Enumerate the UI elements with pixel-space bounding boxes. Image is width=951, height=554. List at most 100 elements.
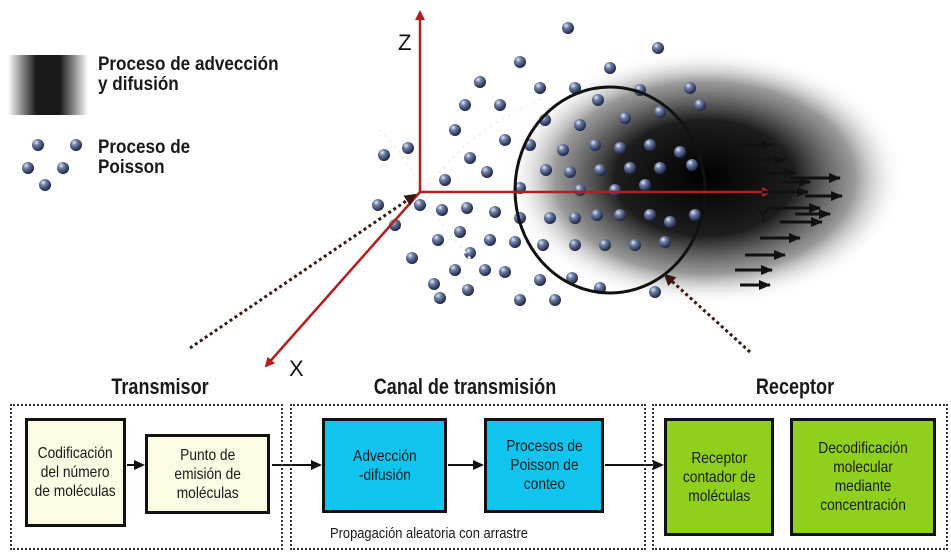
channel-title: Canal de transmisión (373, 374, 557, 399)
molecule (589, 139, 601, 151)
molecule (484, 234, 496, 246)
molecule-counter-box-label: Receptor contador de moléculas (682, 449, 756, 505)
molecule (609, 184, 621, 196)
molecule (562, 22, 574, 34)
molecule (686, 159, 698, 171)
x-axis (264, 191, 421, 368)
molecule (481, 166, 493, 178)
molecule (509, 236, 521, 248)
molecule (406, 252, 418, 264)
molecule (652, 42, 664, 54)
random-walk-paths (371, 92, 555, 269)
y-axis-label: Y (756, 202, 771, 227)
molecule (499, 266, 511, 278)
advection-legend-swatch (8, 55, 88, 115)
x-axis-label: X (289, 356, 304, 381)
molecule (557, 144, 569, 156)
receiver-sphere (513, 85, 707, 295)
molecule (514, 294, 526, 306)
molecule (479, 264, 491, 276)
molecule (599, 239, 611, 251)
molecule (624, 162, 636, 174)
channel-group (290, 404, 646, 550)
molecule (464, 247, 476, 259)
poisson-legend-molecules (22, 139, 82, 191)
molecule (549, 294, 561, 306)
poisson-counting-box: Procesos de Poisson de conteo (484, 418, 604, 513)
molecule (439, 174, 451, 186)
molecule (402, 142, 414, 154)
molecule (544, 212, 556, 224)
molecule (436, 204, 448, 216)
transmitter-group (10, 404, 283, 550)
molecule (654, 106, 666, 118)
molecule (644, 209, 656, 221)
molecule (461, 202, 473, 214)
molecule (454, 226, 466, 238)
z-axis-label: Z (398, 30, 412, 55)
molecule (569, 239, 581, 251)
molecule (449, 264, 461, 276)
advection-legend-label: Proceso de advección y difusión (98, 54, 279, 95)
molecule (459, 99, 471, 111)
emission-point-box-label: Punto de emisión de moléculas (174, 446, 241, 502)
molecule (462, 284, 474, 296)
molecule (654, 162, 666, 174)
receiver-group (652, 404, 948, 550)
molecule (378, 149, 390, 161)
molecule (694, 99, 706, 111)
molecule (592, 94, 604, 106)
molecule (569, 212, 581, 224)
molecule (689, 209, 701, 221)
molecule (614, 209, 626, 221)
decoding-box: Decodificación molecular mediante concen… (790, 418, 936, 536)
poisson-counting-box-label: Procesos de Poisson de conteo (505, 438, 583, 493)
molecule (474, 76, 486, 88)
emission-point-box: Punto de emisión de moléculas (145, 434, 270, 514)
molecule (649, 286, 661, 298)
molecule (574, 184, 586, 196)
molecule (514, 56, 526, 68)
molecule (569, 82, 581, 94)
molecule (619, 112, 631, 124)
decoding-box-label: Decodificación molecular mediante concen… (818, 440, 908, 514)
molecule (639, 179, 651, 191)
molecule (449, 124, 461, 136)
receiver-pointer (663, 273, 752, 354)
molecule (534, 82, 546, 94)
molecule (614, 142, 626, 154)
molecule (464, 152, 476, 164)
molecule (604, 62, 616, 74)
molecule (499, 134, 511, 146)
pointer-arrows (189, 193, 752, 354)
molecule (594, 164, 606, 176)
molecule (591, 209, 603, 221)
molecule (566, 272, 578, 284)
molecule (372, 199, 384, 211)
molecule (664, 216, 676, 228)
molecule (644, 139, 656, 151)
flow-arrows (735, 140, 843, 290)
advection-diffusion-box-label: Advección -difusión (352, 447, 417, 484)
molecule (494, 99, 506, 111)
coordinate-axes (264, 10, 772, 368)
molecule (537, 239, 549, 251)
poisson-legend-label: Proceso de Poisson (98, 137, 191, 178)
molecule-cloud (372, 22, 706, 306)
molecule (629, 239, 641, 251)
molecule (432, 234, 444, 246)
transmitter-title: Transmisor (111, 374, 209, 399)
channel-caption: Propagación aleatoria con arrastre (330, 525, 528, 542)
molecule (414, 199, 426, 211)
molecule-counter-box: Receptor contador de moléculas (664, 418, 774, 536)
advection-diffusion-box: Advección -difusión (322, 418, 447, 513)
molecule (564, 166, 576, 178)
molecule (574, 119, 586, 131)
molecule (674, 146, 686, 158)
molecule (534, 274, 546, 286)
molecule (684, 82, 696, 94)
receiver-title: Receptor (755, 374, 835, 399)
molecule (428, 278, 440, 290)
molecule (540, 164, 552, 176)
